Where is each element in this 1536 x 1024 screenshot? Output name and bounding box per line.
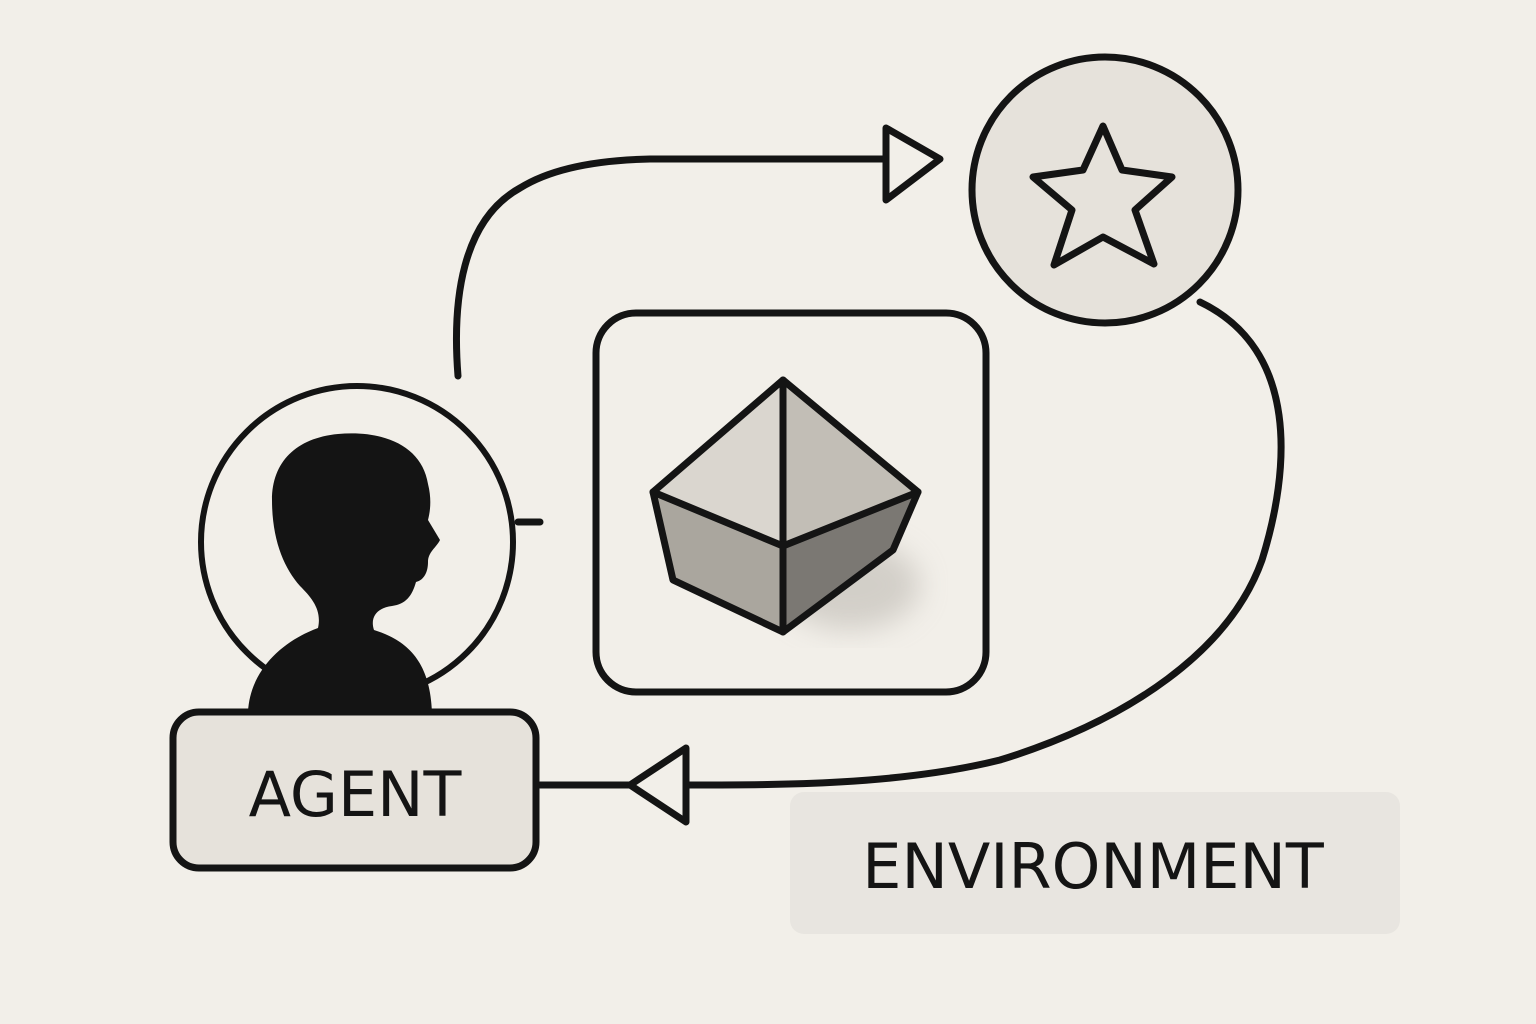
reward-circle xyxy=(968,53,1242,327)
state-panel xyxy=(592,309,990,696)
feedback-arrow-line xyxy=(684,298,1285,789)
agent-node: AGENT xyxy=(169,383,544,872)
octahedron-icon xyxy=(649,376,922,636)
agent-label: AGENT xyxy=(249,758,463,831)
feedback-arrow-head xyxy=(626,744,690,826)
agent-label-box xyxy=(169,708,540,872)
action-arrow-head xyxy=(882,124,944,204)
reward-node xyxy=(968,53,1242,327)
state-panel-frame xyxy=(592,309,990,696)
feedback-arrow xyxy=(536,298,1285,826)
action-arrow xyxy=(453,124,944,380)
action-arrow-line xyxy=(453,155,890,380)
environment-label: ENVIRONMENT xyxy=(862,830,1325,903)
person-silhouette-icon xyxy=(248,433,440,712)
star-icon xyxy=(1029,122,1176,269)
environment-label-shade xyxy=(790,792,1400,934)
